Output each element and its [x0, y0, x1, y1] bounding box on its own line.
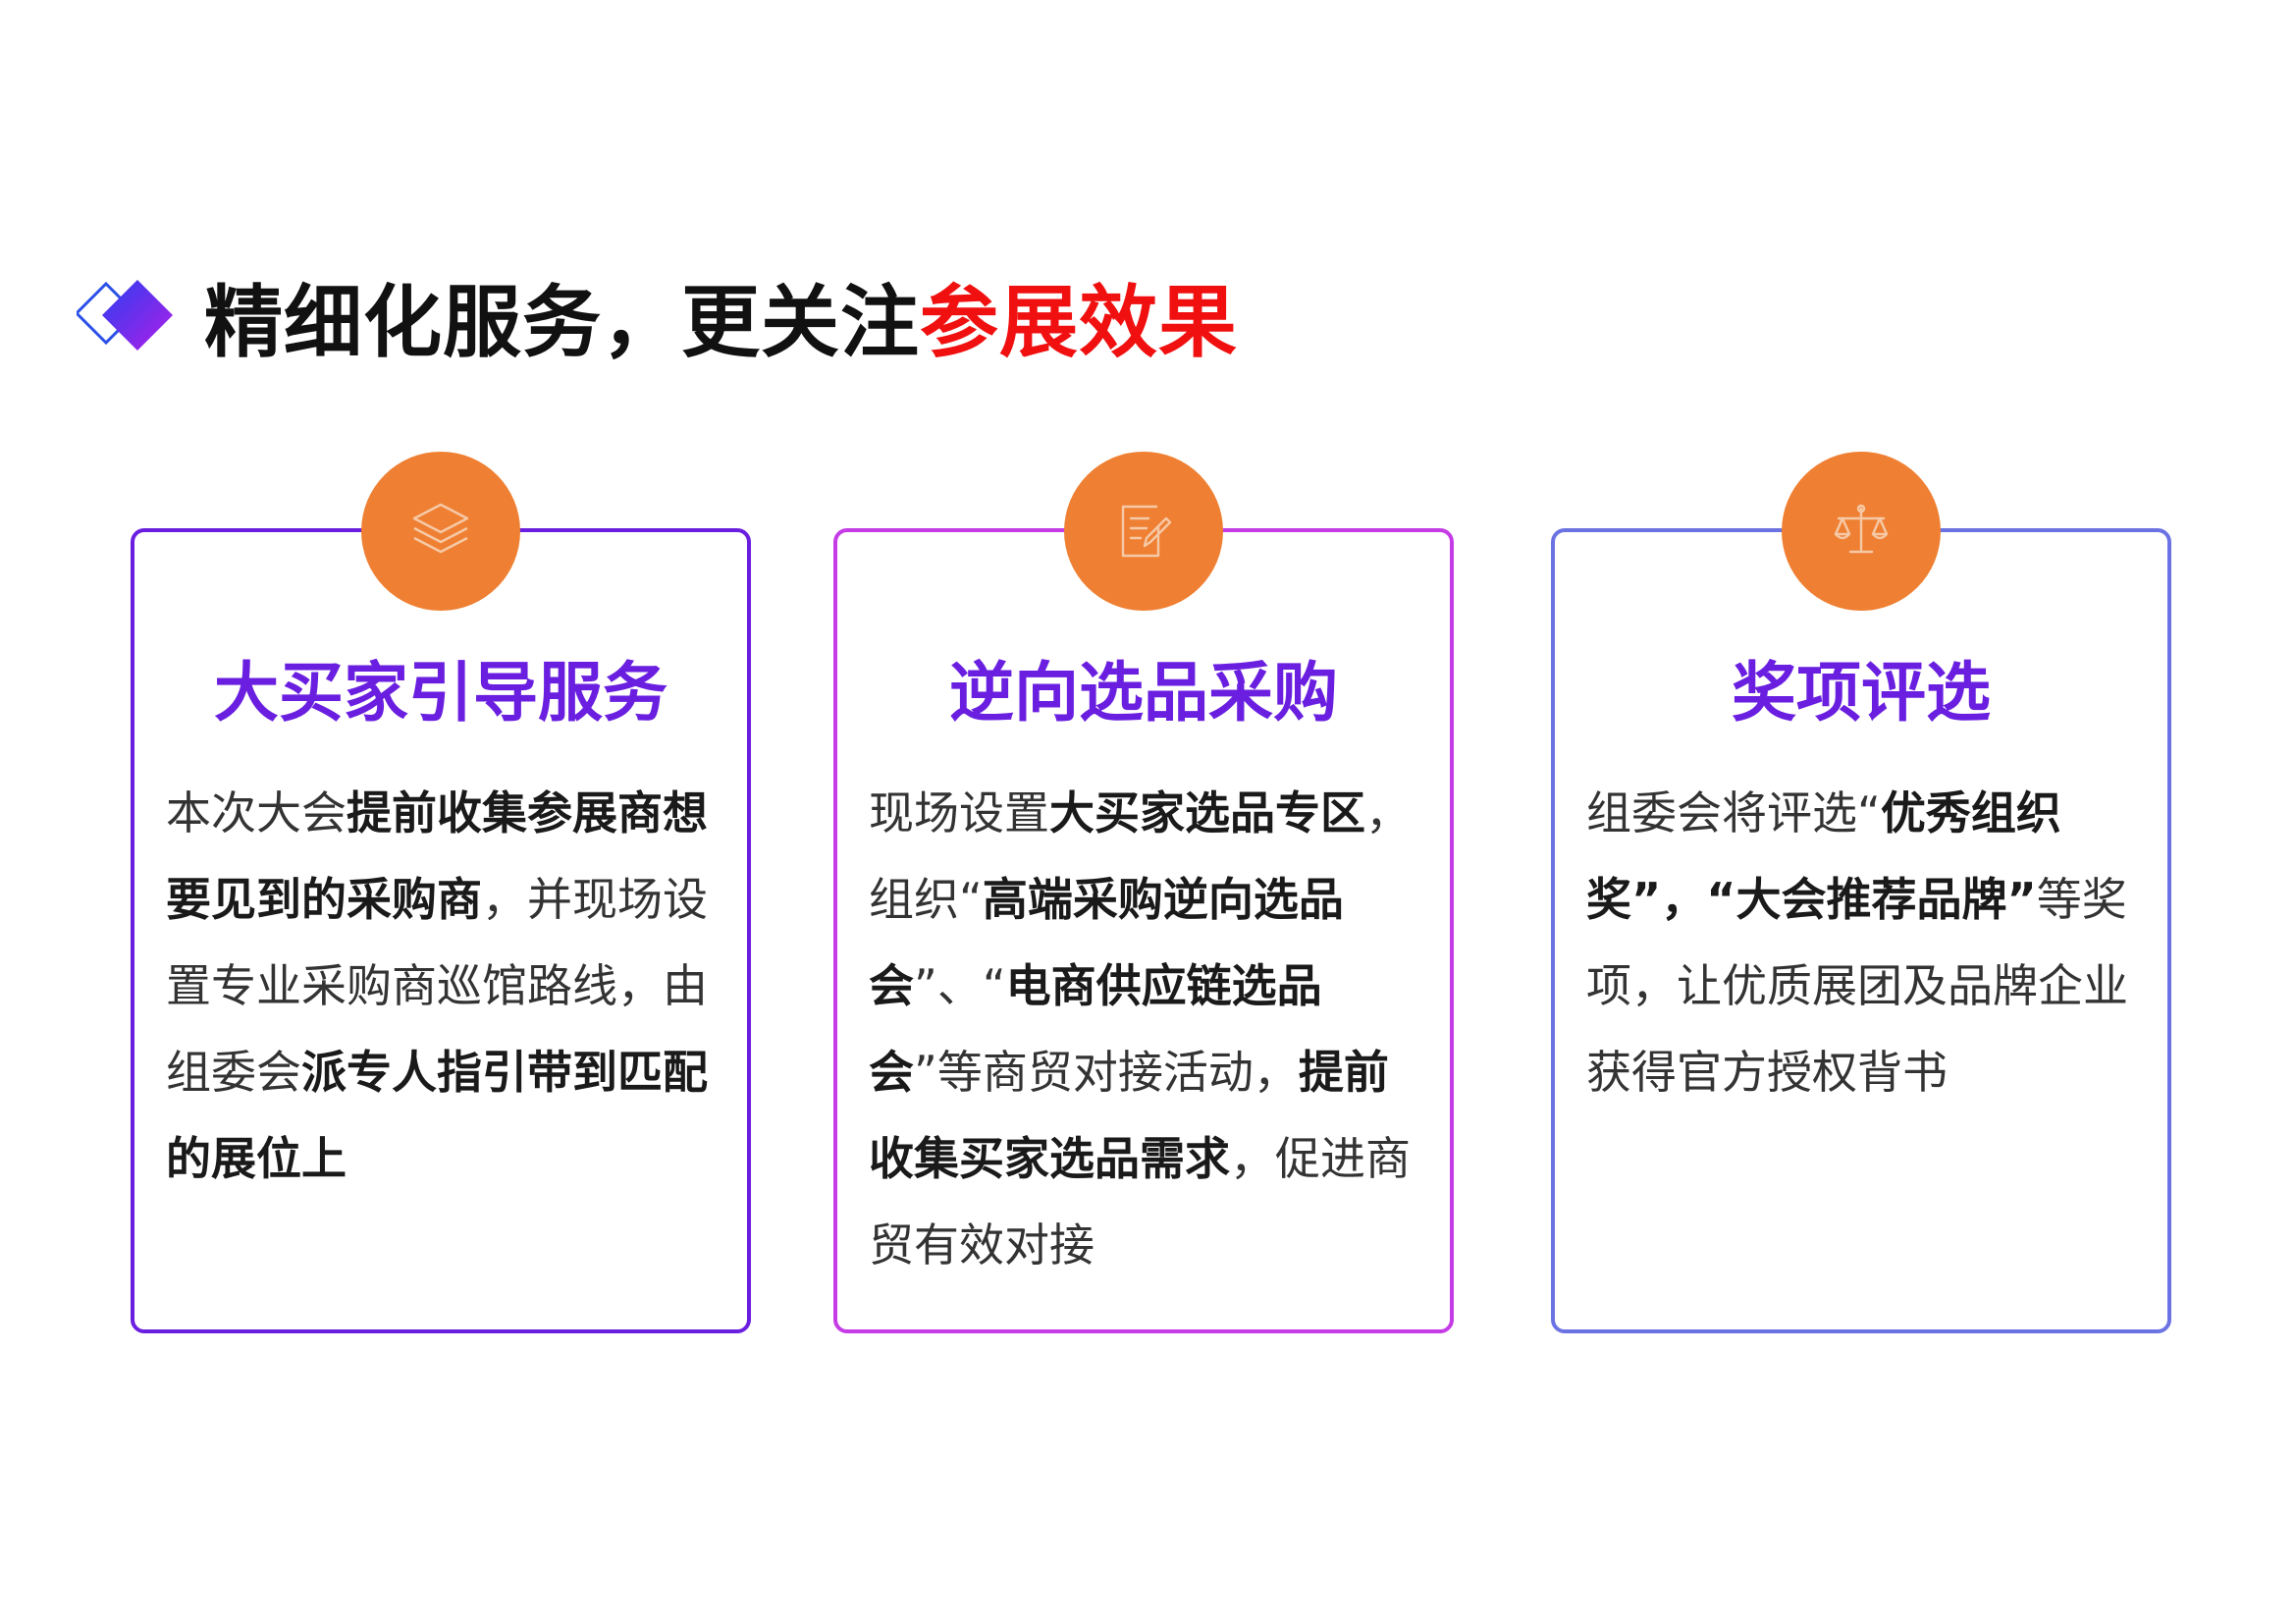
- text-segment: 现场设置: [869, 786, 1049, 839]
- document-edit-icon: [1121, 505, 1172, 558]
- text-segment: 组委会将评选“: [1586, 786, 1881, 839]
- text-segment: ”等商贸对接活动，: [914, 1046, 1299, 1099]
- card-title: 奖项评选: [1732, 655, 1991, 730]
- card-icon-disc: [361, 452, 520, 611]
- service-card-awards: 奖项评选 组委会将评选“优秀组织奖”，“大会推荐品牌”等奖项，让优质展团及品牌企…: [1551, 452, 2171, 1333]
- card-title: 逆向选品采购: [949, 655, 1338, 730]
- card-description: 现场设置大买家选品专区，组织“高端采购逆向选品会”、“电商供应链选品会”等商贸对…: [869, 770, 1422, 1288]
- diamond-icon: [77, 272, 185, 360]
- balance-scale-icon: [1834, 504, 1889, 554]
- service-card-buyer-guide: 大买家引导服务 本次大会提前收集参展商想要见到的采购商，并现场设置专业采购商巡馆…: [131, 452, 751, 1333]
- title-main-text: 精细化服务，更关注: [204, 277, 920, 368]
- text-segment: ，促进商贸有效对接: [869, 1132, 1411, 1271]
- title-accent-text: 参展效果: [920, 277, 1238, 368]
- text-segment-bold: 提前收集买家选品需求: [869, 1046, 1389, 1185]
- text-segment-bold: 优秀组织奖”，“大会推荐品牌”: [1586, 786, 2061, 926]
- card-title: 大买家引导服务: [214, 655, 667, 730]
- text-segment-bold: 提前收集参展商想要见到的采购商: [166, 786, 708, 926]
- text-segment: 等奖项，让优质展团及品牌企业获得官方授权背书: [1586, 873, 2128, 1099]
- text-segment-bold: 电商供应链选品会: [869, 959, 1322, 1099]
- page-title: 精细化服务，更关注参展效果: [204, 259, 1238, 373]
- card-description: 组委会将评选“优秀组织奖”，“大会推荐品牌”等奖项，让优质展团及品牌企业获得官方…: [1586, 770, 2140, 1115]
- card-icon-disc: [1064, 452, 1223, 611]
- text-segment: 本次大会: [166, 786, 347, 839]
- section-heading: 精细化服务，更关注参展效果: [77, 257, 1238, 375]
- text-segment-bold: 派专人指引带到匹配的展位上: [166, 1046, 708, 1185]
- text-segment-bold: 高端采购逆向选品会: [869, 873, 1344, 1012]
- text-segment-bold: 大买家选品专区: [1049, 786, 1365, 839]
- service-card-reverse-sourcing: 逆向选品采购 现场设置大买家选品专区，组织“高端采购逆向选品会”、“电商供应链选…: [833, 452, 1454, 1333]
- text-segment: ，并现场设置专业采购商巡馆路线，由组委会: [166, 873, 708, 1099]
- card-description: 本次大会提前收集参展商想要见到的采购商，并现场设置专业采购商巡馆路线，由组委会派…: [166, 770, 720, 1202]
- layers-icon: [412, 503, 469, 554]
- text-segment: ，组织“: [869, 786, 1411, 926]
- card-icon-disc: [1782, 452, 1941, 611]
- text-segment: ”、“: [914, 959, 1006, 1012]
